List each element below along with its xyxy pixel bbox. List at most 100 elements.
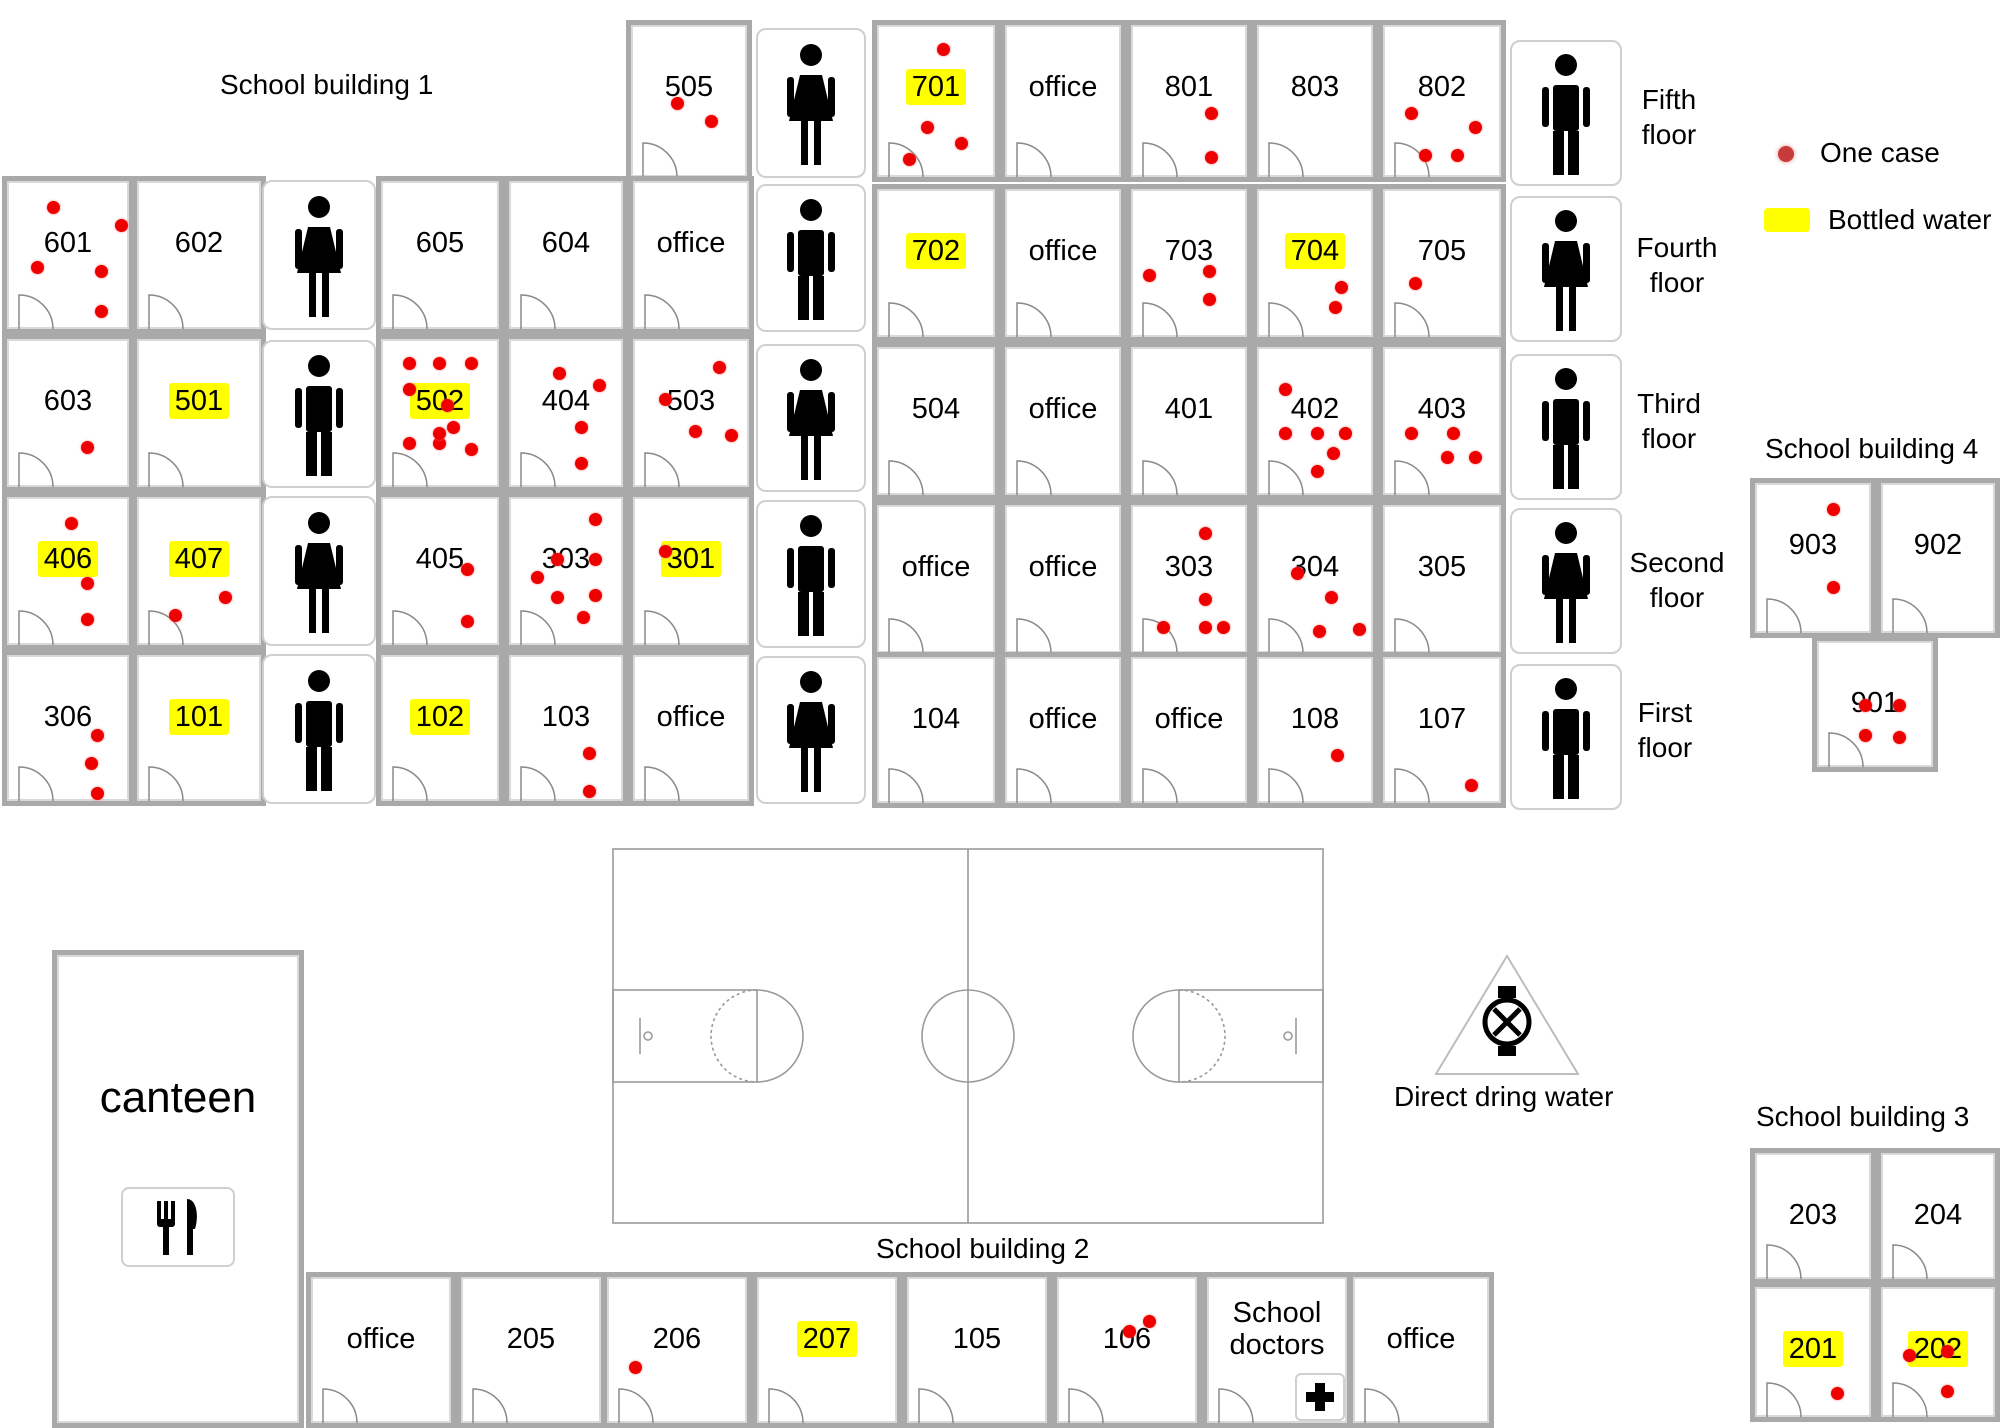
room-b1-104: 104: [872, 652, 1000, 808]
legend-bottled-label: Bottled water: [1828, 204, 1992, 235]
door-icon: [391, 441, 435, 487]
room-number: 605: [415, 227, 465, 259]
door-icon: [1015, 757, 1059, 803]
room-label: 501: [137, 383, 261, 419]
room-b1-off1a: office: [628, 650, 754, 806]
door-icon: [643, 755, 687, 801]
door-icon: [1765, 1233, 1809, 1279]
bottled-water-label: 501: [168, 383, 230, 419]
room-label: 301: [633, 541, 749, 577]
case-dot: [921, 121, 934, 134]
room-label: 605: [381, 227, 499, 259]
case-dot: [551, 553, 564, 566]
case-dot: [659, 393, 672, 406]
case-dot: [31, 261, 44, 274]
room-b2-105: 105: [902, 1272, 1052, 1428]
case-dot: [713, 361, 726, 374]
room-b1-501: 501: [132, 334, 266, 492]
female-restroom: [262, 180, 376, 330]
case-dot: [689, 425, 702, 438]
room-number: 405: [415, 543, 465, 575]
room-label: 303: [509, 543, 623, 575]
room-b1-605: 605: [376, 176, 504, 334]
room-number: 206: [652, 1323, 702, 1355]
case-dot: [1325, 591, 1338, 604]
room-b1-off4b: office: [1000, 184, 1126, 342]
room-b1-502: 502: [376, 334, 504, 492]
room-label: 705: [1383, 235, 1501, 267]
room-label: 403: [1383, 393, 1501, 425]
room-label: 505: [631, 71, 747, 103]
case-dot: [583, 785, 596, 798]
door-icon: [1393, 131, 1437, 177]
room-b1-303b: 303: [1126, 500, 1252, 658]
case-dot: [65, 517, 78, 530]
door-icon: [887, 449, 931, 495]
room-label: 103: [509, 701, 623, 733]
case-dot: [1217, 621, 1230, 634]
building-2-title: School building 2: [876, 1233, 1090, 1264]
case-dot: [1199, 593, 1212, 606]
door-icon: [17, 755, 61, 801]
room-label: 202: [1881, 1331, 1995, 1367]
room-label: 702: [877, 233, 995, 269]
door-icon: [1827, 721, 1871, 767]
case-dot: [441, 399, 454, 412]
door-icon: [643, 441, 687, 487]
room-b1-701: 701: [872, 20, 1000, 182]
room-number: 306: [43, 701, 93, 733]
room-label: 903: [1755, 529, 1871, 561]
case-dot: [1469, 121, 1482, 134]
room-label: 204: [1881, 1199, 1995, 1231]
room-label: 703: [1131, 235, 1247, 267]
room-b1-705: 705: [1378, 184, 1506, 342]
door-icon: [147, 599, 191, 645]
door-icon: [1393, 449, 1437, 495]
room-b1-303a: 303: [504, 492, 628, 650]
room-label: 704: [1257, 233, 1373, 269]
room-label: 102: [381, 699, 499, 735]
room-number: office: [656, 701, 726, 733]
legend-bottled-swatch-icon: [1764, 208, 1810, 232]
medical-cross-icon: [1295, 1373, 1345, 1421]
room-label: 407: [137, 541, 261, 577]
case-dot: [583, 747, 596, 760]
room-label: office: [1005, 71, 1121, 103]
room-number: office: [656, 227, 726, 259]
case-dot: [81, 577, 94, 590]
room-number: office: [1028, 393, 1098, 425]
case-dot: [1451, 149, 1464, 162]
male-restroom: [262, 654, 376, 804]
legend-case-label: One case: [1820, 137, 1940, 168]
room-b1-108: 108: [1252, 652, 1378, 808]
room-label: 502: [381, 383, 499, 419]
case-dot: [589, 589, 602, 602]
room-b1-off2b: office: [1000, 500, 1126, 658]
door-icon: [519, 283, 563, 329]
room-b4-902: 902: [1876, 478, 2000, 638]
room-label: 701: [877, 69, 995, 105]
case-dot: [1941, 1385, 1954, 1398]
direct-drinking-water-marker: [1432, 950, 1582, 1080]
male-restroom: [1510, 664, 1622, 810]
door-icon: [1891, 1371, 1935, 1417]
room-number: office: [1028, 703, 1098, 735]
case-dot: [575, 457, 588, 470]
room-label-line: doctors: [1229, 1329, 1325, 1361]
room-b1-702: 702: [872, 184, 1000, 342]
direct-water-label: Direct dring water: [1394, 1081, 1614, 1112]
case-dot: [705, 115, 718, 128]
room-label: 802: [1383, 71, 1501, 103]
room-label: office: [1005, 551, 1121, 583]
room-number: 204: [1913, 1199, 1963, 1231]
room-b1-704: 704: [1252, 184, 1378, 342]
female-restroom: [756, 344, 866, 492]
room-number: office: [1028, 71, 1098, 103]
room-b1-off5: office: [1000, 20, 1126, 182]
bottled-water-label: 701: [905, 69, 967, 105]
room-number: 303: [541, 543, 591, 575]
door-icon: [887, 757, 931, 803]
bottled-water-label: 406: [37, 541, 99, 577]
